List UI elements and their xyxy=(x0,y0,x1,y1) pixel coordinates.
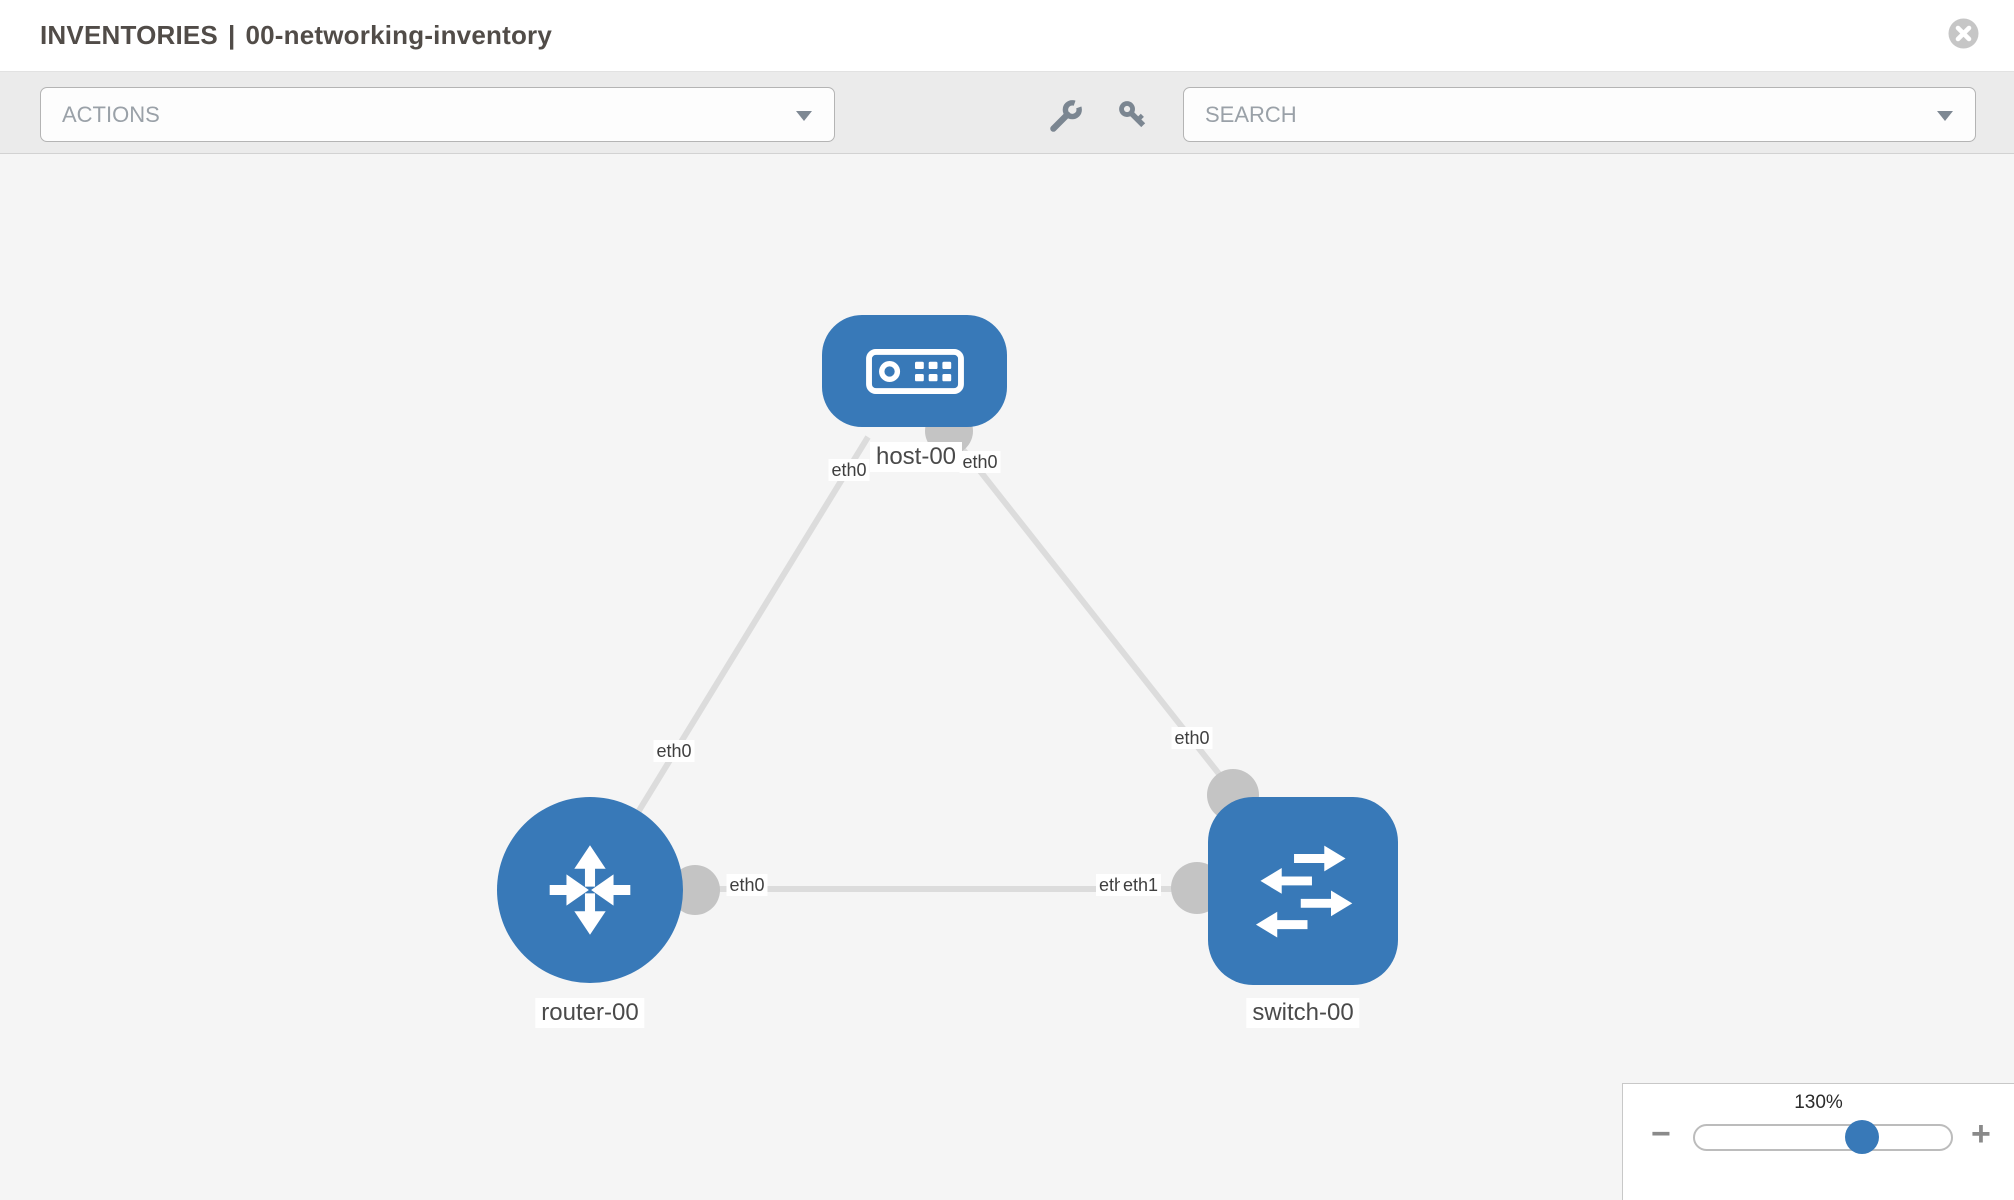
breadcrumb-separator: | xyxy=(227,20,236,50)
node-switch-00[interactable] xyxy=(1208,797,1398,985)
zoom-level-value: 130% xyxy=(1794,1092,1843,1113)
switch-icon xyxy=(1255,845,1353,938)
breadcrumb-section: INVENTORIES xyxy=(40,20,218,50)
node-label-router: router-00 xyxy=(535,998,645,1028)
search-placeholder: SEARCH xyxy=(1205,102,1297,127)
iface-label-switch-to-host: eth0 xyxy=(1171,727,1213,749)
chevron-down-icon xyxy=(1937,111,1953,121)
iface-label-host-to-switch: eth0 xyxy=(959,451,1001,473)
configure-tools-button[interactable] xyxy=(1048,95,1087,134)
close-icon xyxy=(1948,18,1979,49)
connector-dots xyxy=(670,407,1259,915)
page-title: INVENTORIES | 00-networking-inventory xyxy=(40,0,552,71)
actions-dropdown[interactable]: ACTIONS xyxy=(40,87,835,142)
actions-dropdown-label: ACTIONS xyxy=(62,102,160,127)
host-icon xyxy=(865,348,964,394)
zoom-control-panel: 130% − + xyxy=(1622,1083,2014,1200)
zoom-out-button[interactable]: − xyxy=(1651,1115,1671,1153)
connector-dot-router xyxy=(670,865,720,915)
zoom-in-button[interactable]: + xyxy=(1971,1115,1991,1153)
chevron-down-icon xyxy=(796,111,812,121)
link-layer xyxy=(629,407,1259,915)
node-router-00[interactable] xyxy=(497,797,683,983)
iface-label-host-to-router: eth0 xyxy=(828,459,870,481)
breadcrumb-inventory-name: 00-networking-inventory xyxy=(245,20,553,50)
credentials-button[interactable] xyxy=(1116,98,1152,134)
key-icon xyxy=(1119,101,1146,128)
node-label-switch: switch-00 xyxy=(1246,998,1360,1028)
wrench-icon xyxy=(1050,95,1087,132)
header: INVENTORIES | 00-networking-inventory xyxy=(0,0,2014,71)
toolbar: ACTIONS SEARCH xyxy=(0,71,2014,154)
close-button[interactable] xyxy=(1948,18,1979,49)
iface-label-router-to-switch: eth0 xyxy=(726,874,768,896)
iface-label-switch-to-router: eth1 xyxy=(1120,874,1162,896)
link-host-router xyxy=(629,435,871,824)
node-label-host: host-00 xyxy=(869,442,963,472)
search-input[interactable]: SEARCH xyxy=(1183,87,1976,142)
node-host-00[interactable] xyxy=(822,315,1007,427)
iface-label-router-to-host: eth0 xyxy=(653,740,695,762)
router-icon xyxy=(549,845,631,935)
links xyxy=(629,431,1241,892)
zoom-slider[interactable] xyxy=(1693,1120,1953,1154)
zoom-slider-handle[interactable] xyxy=(1845,1120,1880,1154)
topology-canvas[interactable]: host-00 router-00 switch-00 eth0 eth0 et… xyxy=(0,154,2014,1200)
